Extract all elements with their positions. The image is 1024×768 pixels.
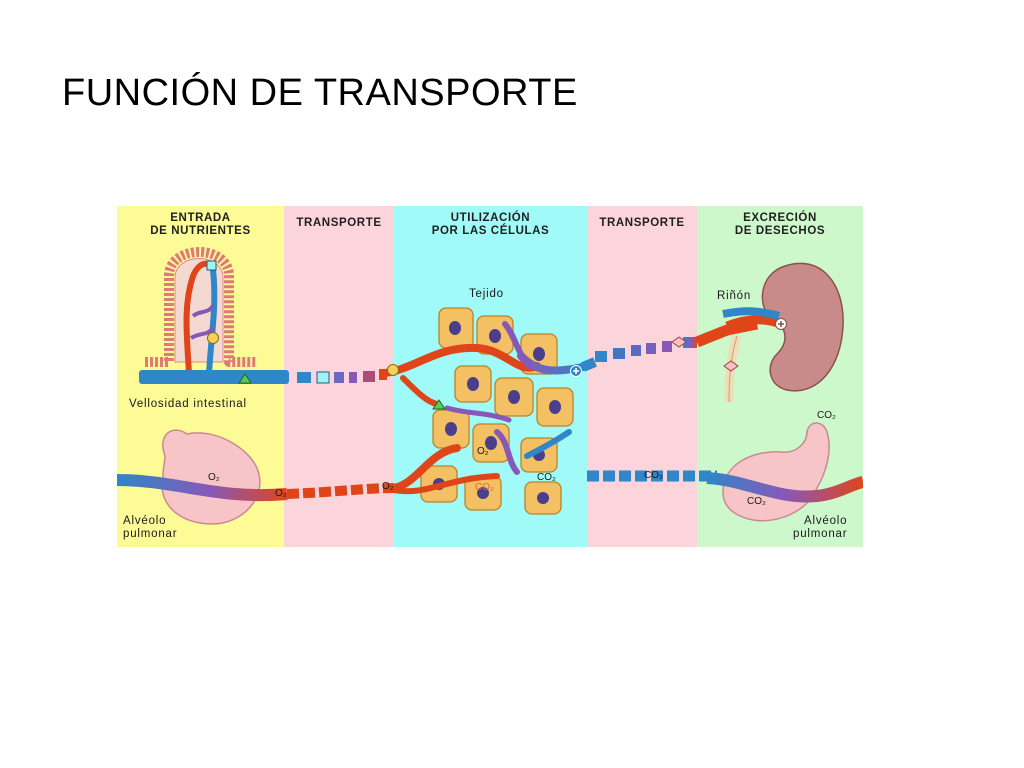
gas-co2-vein: CO₂ xyxy=(537,472,556,483)
panel-excrecion-header: EXCRECIÓN DE DESECHOS xyxy=(734,212,826,237)
slide-title: FUNCIÓN DE TRANSPORTE xyxy=(62,72,578,114)
waste-diamond-marker-1 xyxy=(671,336,687,348)
tissue-vessels-lower xyxy=(390,429,591,495)
panel-transporte-2-header: TRANSPORTE xyxy=(599,217,685,229)
panel-entrada-header: ENTRADA DE NUTRIENTES xyxy=(150,212,251,237)
gas-o2-vessel: O₂ xyxy=(275,488,287,499)
intestinal-villus xyxy=(139,247,289,384)
gas-o2-tissue-in: O₂ xyxy=(382,481,394,492)
cell-nuclei xyxy=(433,321,561,504)
transport-diagram: ENTRADA DE NUTRIENTES TRANSPORTE UTILIZA… xyxy=(117,206,863,547)
panel-transporte-2: TRANSPORTE xyxy=(587,206,697,547)
gas-co2-transport: CO₂ xyxy=(644,470,663,481)
waste-transport-vessel xyxy=(595,318,759,362)
label-vellosidad-intestinal: Vellosidad intestinal xyxy=(129,398,247,410)
nutrient-transport-vessel xyxy=(297,369,387,384)
nutrient-triangle-marker xyxy=(432,399,446,410)
gas-co2-right-vessel: CO₂ xyxy=(747,496,766,507)
nutrient-circle-marker xyxy=(387,364,399,376)
plus-marker-tissue xyxy=(570,365,582,377)
label-tejido: Tejido xyxy=(469,288,504,300)
gas-o2-alveolo: O₂ xyxy=(208,472,220,483)
label-rinon: Riñón xyxy=(717,290,752,302)
gas-co2-cells: CO₂ xyxy=(475,482,494,493)
label-alveolo-pulmonar-right: Alvéolo pulmonar xyxy=(793,515,848,540)
gas-co2-right-top: CO₂ xyxy=(817,410,836,421)
label-alveolo-pulmonar-left: Alvéolo pulmonar xyxy=(123,515,178,540)
vein-joint xyxy=(581,357,597,372)
tissue-vessels-upper xyxy=(381,321,591,423)
right-alveolus xyxy=(706,422,863,522)
panel-transporte-1-header: TRANSPORTE xyxy=(296,217,382,229)
kidney xyxy=(722,262,844,403)
panel-utilizacion-header: UTILIZACIÓN POR LAS CÉLULAS xyxy=(431,212,550,237)
gas-o2-cells: O₂ xyxy=(477,446,489,457)
left-alveolus xyxy=(117,429,288,525)
oxygen-transport-vessel xyxy=(286,483,395,499)
diagram-artwork xyxy=(117,247,863,525)
